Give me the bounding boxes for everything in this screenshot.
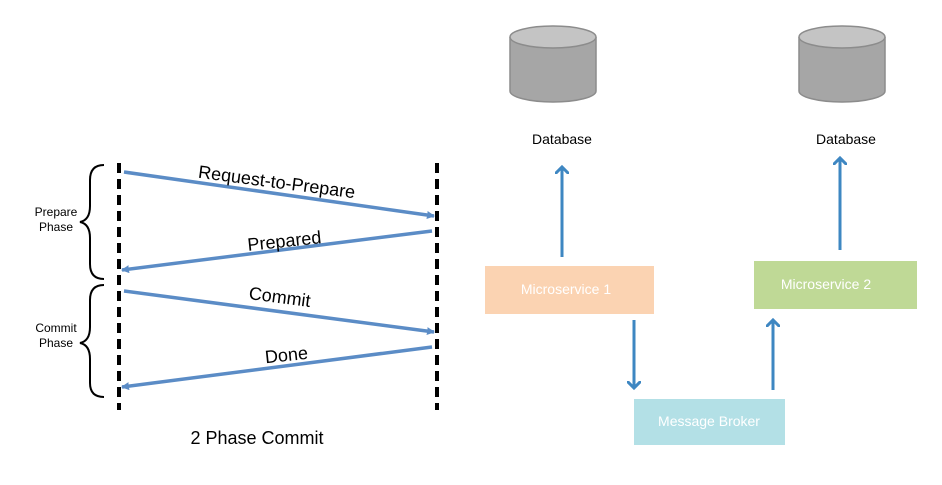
message-arrow-request-to-prepare: [123, 170, 435, 219]
database-icon: [798, 25, 886, 103]
two-phase-commit-diagram: Prepare Phase Commit Phase Request-to-Pr…: [35, 162, 439, 448]
microservice-1-box: [485, 266, 654, 314]
message-arrow-commit: [123, 289, 435, 336]
microservice-1-label: Microservice 1: [521, 281, 611, 297]
commit-phase-label-line1: Commit: [35, 321, 77, 335]
message-label-request-to-prepare: Request-to-Prepare: [197, 162, 356, 202]
database-icon: [509, 25, 597, 103]
prepare-phase-label-line1: Prepare: [35, 205, 78, 219]
microservice-2-label: Microservice 2: [781, 276, 871, 292]
message-label-commit: Commit: [248, 283, 312, 311]
prepare-phase-label-line2: Phase: [39, 220, 73, 234]
message-label-prepared: Prepared: [246, 227, 322, 255]
microservices-diagram: Database Database Microservice 1 Microse…: [485, 25, 917, 445]
commit-phase-label-line2: Phase: [39, 336, 73, 350]
message-broker-label: Message Broker: [658, 413, 760, 429]
database-label: Database: [816, 131, 876, 147]
message-arrow-prepared: [121, 229, 433, 274]
microservice-2-box: [754, 261, 917, 309]
message-arrow-done: [121, 345, 433, 391]
prepare-phase-bracket: [79, 164, 105, 280]
message-broker-box: [634, 399, 785, 445]
commit-phase-bracket: [79, 284, 105, 398]
database-label: Database: [532, 131, 592, 147]
message-label-done: Done: [264, 343, 309, 367]
diagram-caption: 2 Phase Commit: [190, 428, 323, 448]
